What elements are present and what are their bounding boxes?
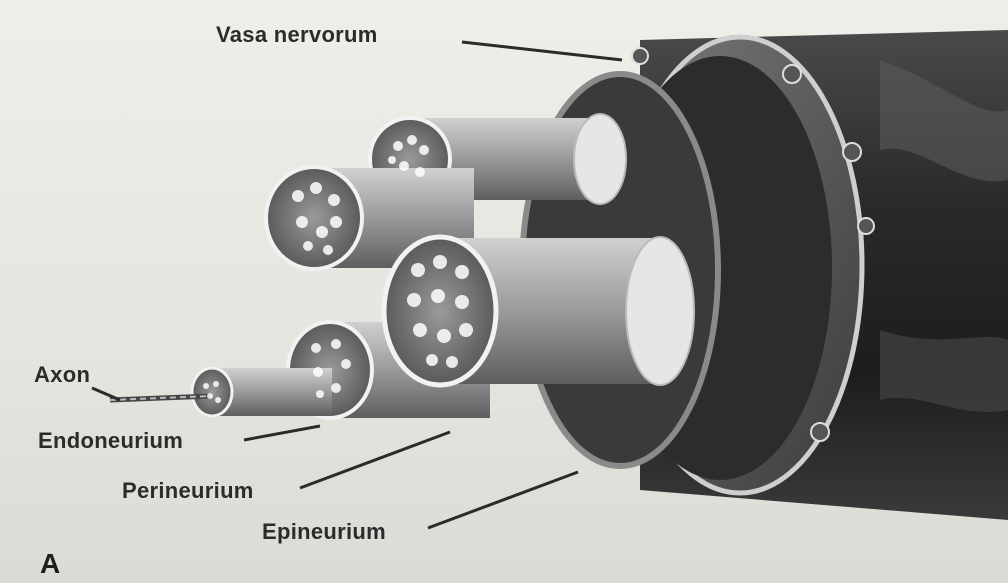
- axon-leader: [92, 388, 120, 400]
- panel-letter: A: [40, 548, 60, 580]
- axon-label: Axon: [34, 362, 90, 388]
- epineurium-label: Epineurium: [262, 519, 386, 545]
- endoneurium-leader: [244, 426, 320, 440]
- epineurium-leader: [428, 472, 578, 528]
- endoneurium-label: Endoneurium: [38, 428, 183, 454]
- perineurium-label: Perineurium: [122, 478, 254, 504]
- vasa-nervorum-label: Vasa nervorum: [216, 22, 378, 48]
- fascicle-small-axon: [110, 368, 332, 416]
- vasa-nervorum-leader: [462, 42, 622, 60]
- perineurium-leader: [300, 432, 450, 488]
